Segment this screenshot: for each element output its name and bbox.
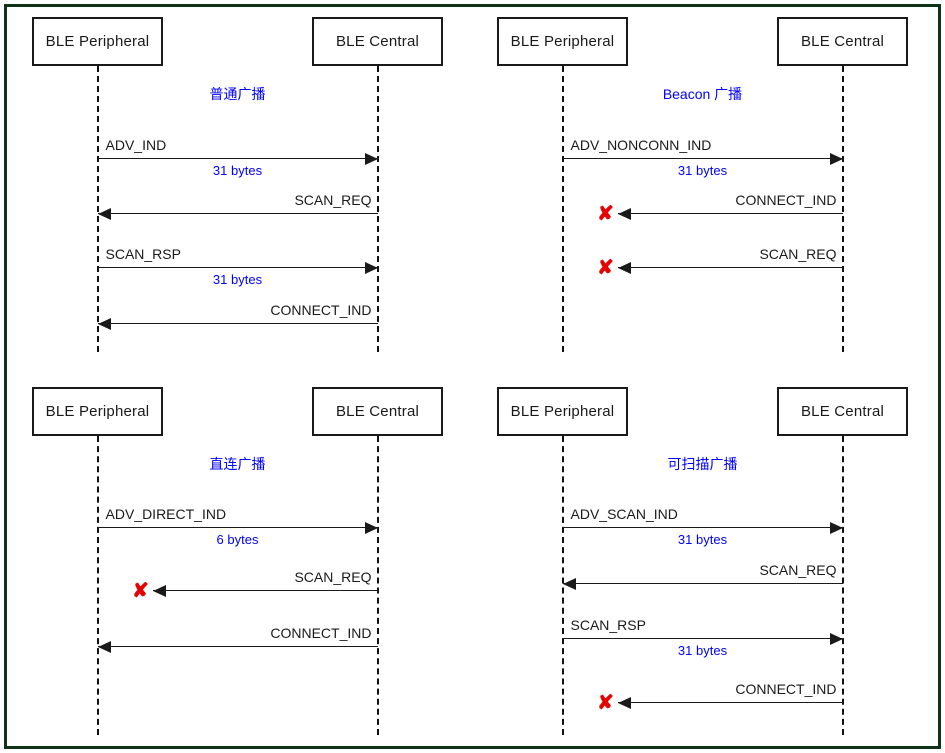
message-arrowhead <box>562 578 576 590</box>
scenario-title: Beacon 广播 <box>662 86 743 102</box>
message-arrowhead <box>617 697 631 709</box>
blocked-x-icon: ✘ <box>597 692 614 714</box>
message-label: SCAN_REQ <box>294 569 372 585</box>
message-label: CONNECT_IND <box>735 681 837 697</box>
message-label: SCAN_RSP <box>570 617 646 633</box>
lifeline-central <box>376 66 379 352</box>
message-size-label: 31 bytes <box>212 272 263 287</box>
message-label: SCAN_RSP <box>105 246 181 262</box>
scenario-title: 普通广播 <box>209 86 266 102</box>
message-label: CONNECT_IND <box>270 302 372 318</box>
actor-label: BLE Central <box>800 403 885 420</box>
actor-box-central: BLE Central <box>777 17 908 66</box>
blocked-x-icon: ✘ <box>597 257 614 279</box>
lifeline-central <box>841 66 844 352</box>
message-arrow-line <box>562 583 843 584</box>
blocked-x-icon: ✘ <box>132 580 149 602</box>
message-arrow-line <box>97 527 378 528</box>
lifeline-central <box>841 436 844 735</box>
message-arrow-line <box>97 267 378 268</box>
scenario-title: 直连广播 <box>209 456 266 472</box>
message-arrow-line <box>617 213 843 214</box>
actor-label: BLE Central <box>335 33 420 50</box>
message-arrowhead <box>617 208 631 220</box>
message-arrow-line <box>97 646 378 647</box>
actor-label: BLE Central <box>335 403 420 420</box>
actor-box-central: BLE Central <box>312 17 443 66</box>
message-arrow-line <box>97 158 378 159</box>
message-arrowhead <box>829 633 843 645</box>
message-arrowhead <box>364 522 378 534</box>
lifeline-central <box>376 436 379 735</box>
actor-label: BLE Peripheral <box>45 33 150 50</box>
message-arrowhead <box>364 153 378 165</box>
message-arrow-line <box>562 527 843 528</box>
message-label: ADV_SCAN_IND <box>570 506 678 522</box>
message-label: ADV_DIRECT_IND <box>105 506 227 522</box>
actor-box-central: BLE Central <box>312 387 443 436</box>
lifeline-peripheral <box>96 436 99 735</box>
actor-box-peripheral: BLE Peripheral <box>32 17 163 66</box>
message-label: CONNECT_IND <box>735 192 837 208</box>
message-label: ADV_IND <box>105 137 167 153</box>
message-arrowhead <box>97 318 111 330</box>
scenario-title: 可扫描广播 <box>667 456 738 472</box>
message-label: SCAN_REQ <box>759 246 837 262</box>
message-arrow-line <box>617 267 843 268</box>
actor-label: BLE Central <box>800 33 885 50</box>
message-arrowhead <box>364 262 378 274</box>
message-label: SCAN_REQ <box>759 562 837 578</box>
actor-box-peripheral: BLE Peripheral <box>32 387 163 436</box>
message-arrow-line <box>97 323 378 324</box>
message-arrowhead <box>829 153 843 165</box>
message-label: ADV_NONCONN_IND <box>570 137 712 153</box>
message-arrow-line <box>97 213 378 214</box>
blocked-x-icon: ✘ <box>597 203 614 225</box>
message-arrow-line <box>562 638 843 639</box>
message-arrowhead <box>617 262 631 274</box>
message-arrowhead <box>97 208 111 220</box>
actor-box-peripheral: BLE Peripheral <box>497 17 628 66</box>
message-size-label: 31 bytes <box>212 163 263 178</box>
actor-box-peripheral: BLE Peripheral <box>497 387 628 436</box>
message-size-label: 31 bytes <box>677 643 728 658</box>
message-arrow-line <box>152 590 378 591</box>
message-size-label: 31 bytes <box>677 532 728 547</box>
message-size-label: 31 bytes <box>677 163 728 178</box>
message-arrowhead <box>152 585 166 597</box>
actor-label: BLE Peripheral <box>510 403 615 420</box>
message-label: CONNECT_IND <box>270 625 372 641</box>
lifeline-peripheral <box>561 66 564 352</box>
message-label: SCAN_REQ <box>294 192 372 208</box>
actor-label: BLE Peripheral <box>45 403 150 420</box>
actor-label: BLE Peripheral <box>510 33 615 50</box>
actor-box-central: BLE Central <box>777 387 908 436</box>
message-arrowhead <box>829 522 843 534</box>
message-size-label: 6 bytes <box>216 532 259 547</box>
message-arrow-line <box>562 158 843 159</box>
message-arrowhead <box>97 641 111 653</box>
message-arrow-line <box>617 702 843 703</box>
